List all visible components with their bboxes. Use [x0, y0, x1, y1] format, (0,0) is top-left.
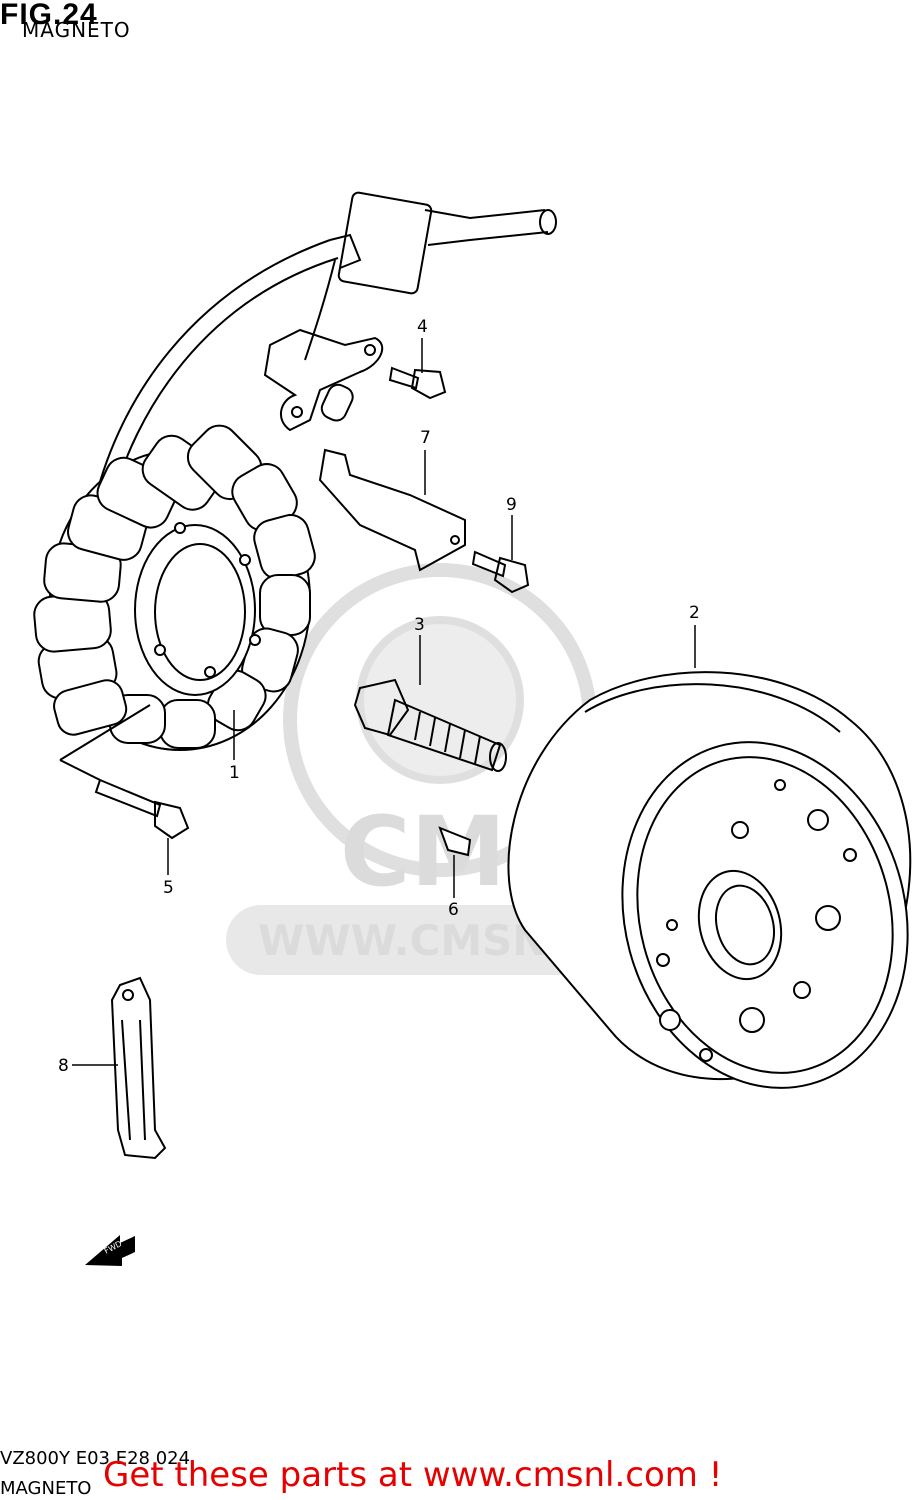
stator-part-1: [33, 424, 316, 751]
callout-labels: 1 2 3 4 5 6 7 8 9: [58, 317, 700, 1076]
parts-link[interactable]: Get these parts at www.cmsnl.com !: [103, 1455, 723, 1495]
callout-8: 8: [58, 1056, 69, 1076]
callout-7: 7: [420, 428, 431, 448]
model-code: VZ800Y E03 E28 024: [0, 1448, 191, 1469]
callout-4: 4: [417, 317, 428, 337]
callout-9: 9: [506, 495, 517, 515]
fwd-arrow-icon: FWD: [85, 1235, 135, 1266]
clamp-part-8: [110, 976, 167, 1160]
footer-subtitle: MAGNETO: [0, 1478, 92, 1499]
bracket-part-7: [318, 448, 466, 572]
figure-subtitle: MAGNETO: [22, 18, 131, 42]
callout-5: 5: [163, 878, 174, 898]
figure-title: FIG.24: [0, 0, 98, 31]
callout-6: 6: [448, 900, 459, 920]
callout-2: 2: [689, 603, 700, 623]
bolt-part-4: [388, 366, 447, 400]
rotor-part-2: [507, 671, 912, 1089]
stator-coils: [33, 424, 316, 749]
bolt-part-9: [471, 550, 530, 594]
bolt-part-3: [353, 678, 507, 772]
callout-3: 3: [414, 615, 425, 635]
callout-1: 1: [229, 763, 240, 783]
bolt-part-5: [59, 704, 190, 840]
leader-lines: [72, 338, 696, 1066]
key-part-6: [438, 826, 472, 857]
